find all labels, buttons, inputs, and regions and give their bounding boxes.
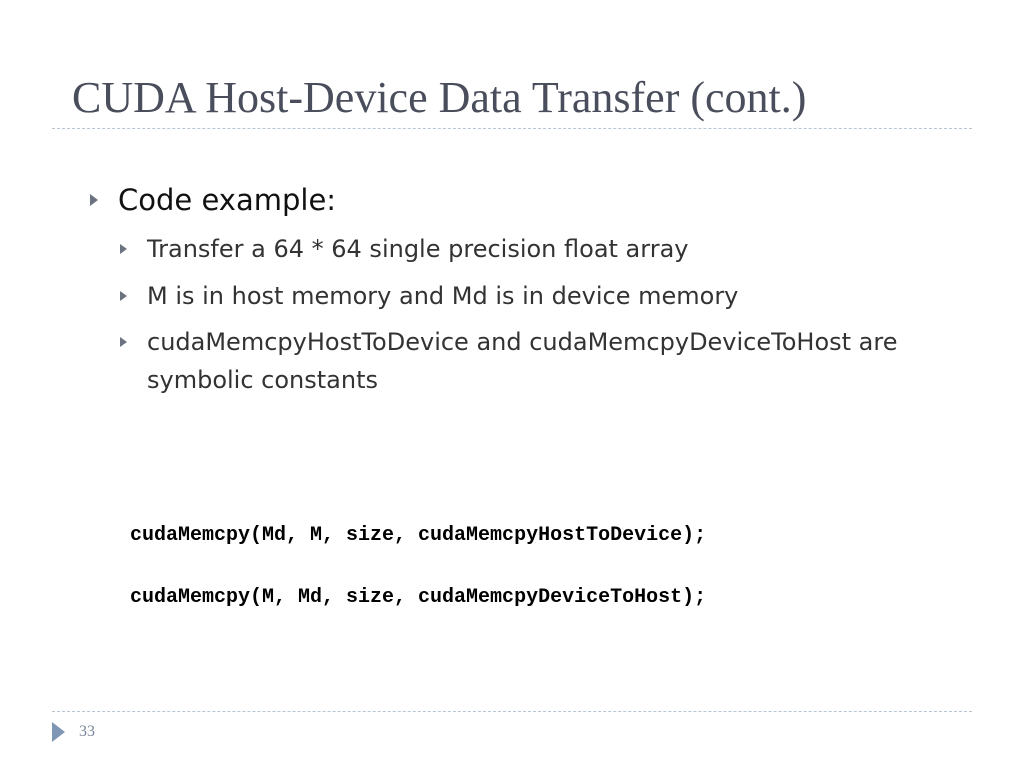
bullet-arrow-icon [90, 194, 98, 206]
sub-bullet-arrow-icon [120, 244, 127, 254]
sub-bullet-arrow-icon [120, 337, 127, 347]
page-number: 33 [79, 723, 95, 740]
bullet-code-example: Code example: [90, 180, 336, 220]
code-line-host-to-device: cudaMemcpy(Md, M, size, cudaMemcpyHostTo… [130, 524, 707, 547]
sub-bullet-memory: M is in host memory and Md is in device … [120, 277, 1007, 315]
code-line-device-to-host: cudaMemcpy(M, Md, size, cudaMemcpyDevice… [130, 586, 707, 609]
sub-bullet-constants: cudaMemcpyHostToDevice and cudaMemcpyDev… [120, 323, 1007, 399]
slide-title: CUDA Host-Device Data Transfer (cont.) [72, 73, 807, 122]
sub-bullet-text: Transfer a 64 * 64 single precision floa… [147, 235, 689, 263]
footer-divider [52, 711, 972, 712]
sub-bullet-transfer: Transfer a 64 * 64 single precision floa… [120, 230, 1007, 268]
bullet-text: Code example: [118, 183, 337, 217]
page-arrow-icon [52, 722, 65, 742]
title-divider [52, 128, 972, 129]
sub-bullet-text: cudaMemcpyHostToDevice and cudaMemcpyDev… [147, 328, 898, 394]
sub-bullet-text: M is in host memory and Md is in device … [147, 282, 739, 310]
sub-bullet-arrow-icon [120, 291, 127, 301]
